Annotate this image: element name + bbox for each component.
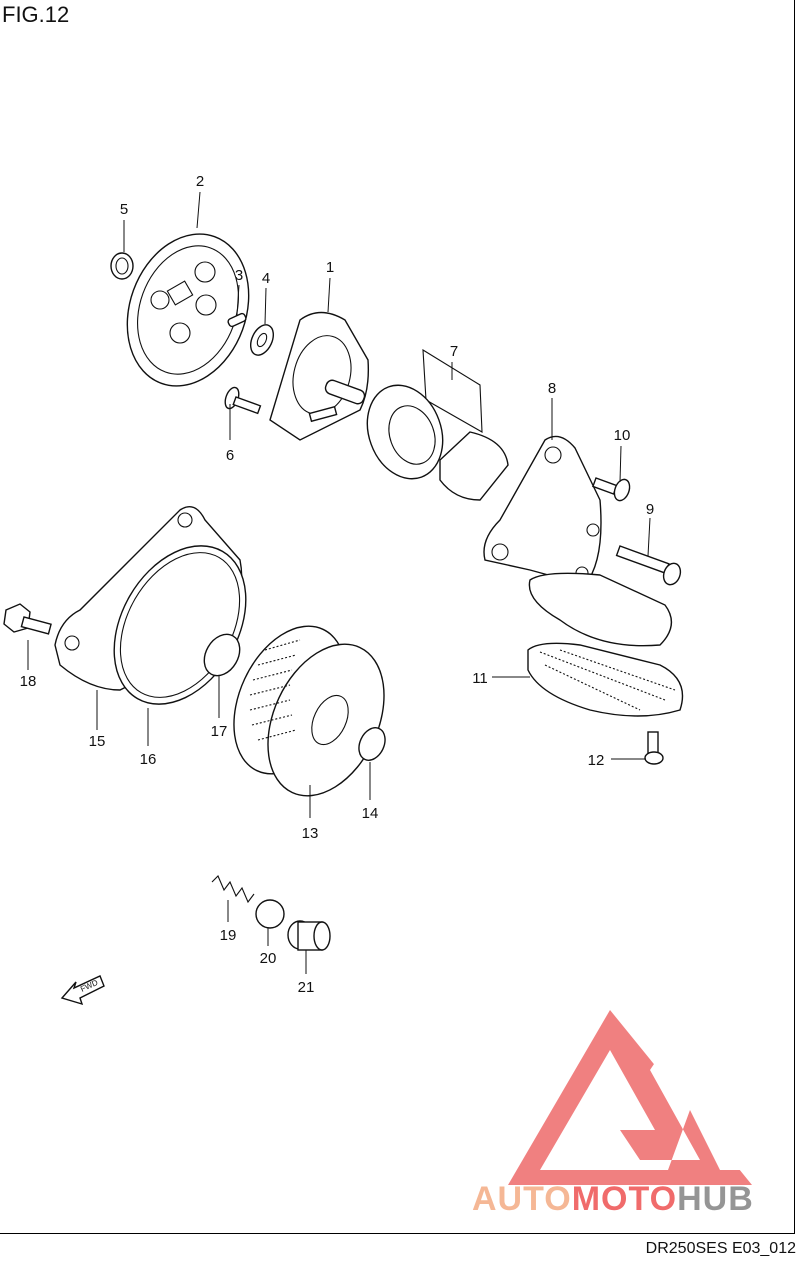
callout-9: 9 [646, 501, 654, 518]
part-3-pin[interactable] [227, 312, 247, 328]
part-8-pump-case[interactable] [483, 435, 602, 586]
callout-5: 5 [120, 201, 128, 218]
part-21-valve-plug[interactable] [287, 920, 331, 951]
leader-lines [27, 191, 651, 974]
frame-border-bottom [0, 1233, 795, 1234]
diagram-code: DR250SES E03_012 [645, 1240, 796, 1257]
callout-10: 10 [614, 427, 631, 444]
callout-17: 17 [211, 723, 228, 740]
part-12-screw[interactable] [644, 731, 664, 765]
callout-3: 3 [235, 267, 243, 284]
callout-13: 13 [302, 825, 319, 842]
callout-11: 11 [472, 670, 488, 687]
watermark-auto: AUTO [472, 1180, 572, 1218]
part-11-oil-strainer[interactable] [527, 572, 684, 717]
callout-8: 8 [548, 380, 556, 397]
part-20-ball[interactable] [255, 899, 285, 929]
fwd-direction-arrow: FWD [60, 975, 105, 1006]
callout-18: 18 [20, 673, 37, 690]
callout-15: 15 [89, 733, 106, 750]
watermark-moto: MOTO [572, 1180, 677, 1218]
callout-7: 7 [450, 343, 458, 360]
callout-12: 12 [588, 752, 605, 769]
part-13-oil-filter[interactable] [212, 608, 407, 814]
watermark-hub: HUB [677, 1180, 754, 1218]
part-6-screw[interactable] [223, 386, 262, 415]
callout-labels: 2 5 3 4 1 6 7 8 10 9 11 12 13 14 15 16 1… [20, 173, 655, 996]
part-18-bolt[interactable] [3, 603, 52, 635]
callout-21: 21 [298, 979, 315, 996]
callout-1: 1 [326, 259, 334, 276]
part-17-o-ring[interactable] [197, 628, 247, 682]
part-10-screw[interactable] [592, 477, 632, 502]
automotohub-watermark-logo: AUTOMOTOHUB [472, 1010, 754, 1218]
part-2-driven-gear[interactable] [107, 217, 269, 403]
part-14-o-ring[interactable] [354, 724, 390, 765]
part-5-circlip[interactable] [110, 252, 134, 280]
part-19-spring[interactable] [211, 875, 255, 904]
callout-6: 6 [226, 447, 234, 464]
part-1-oil-pump-body[interactable] [269, 311, 370, 441]
part-4-washer[interactable] [246, 321, 278, 358]
part-7-rotor-set[interactable] [355, 348, 509, 501]
callout-16: 16 [140, 751, 157, 768]
frame-border-right [794, 0, 795, 1234]
callout-2: 2 [196, 173, 204, 190]
callout-19: 19 [220, 927, 237, 944]
callout-20: 20 [260, 950, 277, 967]
callout-4: 4 [262, 270, 270, 287]
callout-14: 14 [362, 805, 379, 822]
svg-text:AUTOMOTOHUB: AUTOMOTOHUB [472, 1180, 754, 1218]
figure-title: FIG.12 [2, 2, 70, 27]
part-9-bolt[interactable] [615, 545, 684, 587]
